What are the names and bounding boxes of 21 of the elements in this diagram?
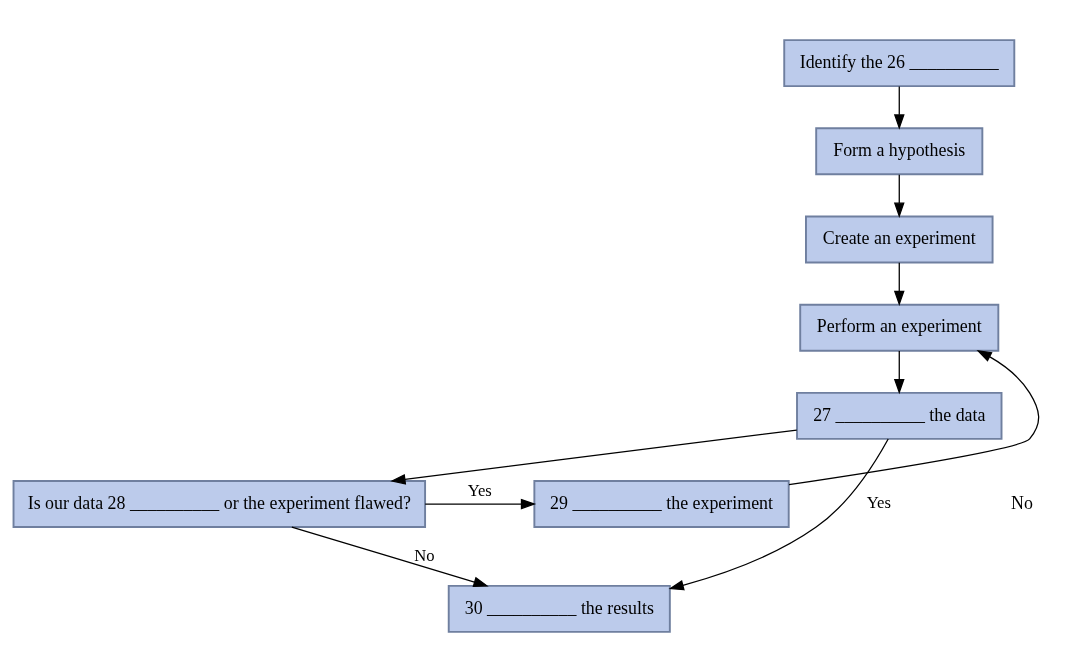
arrow bbox=[390, 429, 798, 485]
node-box: 27 __________ the data bbox=[796, 391, 1003, 440]
arrow bbox=[893, 350, 905, 395]
node-box: 30 __________ the results bbox=[447, 584, 671, 633]
arrow bbox=[893, 262, 905, 307]
edge-label: No bbox=[414, 545, 435, 565]
arrow bbox=[291, 526, 489, 588]
node-box: Create an experiment bbox=[805, 215, 994, 264]
edge-label: Yes bbox=[866, 493, 891, 513]
node-box: Perform an experiment bbox=[799, 303, 1000, 352]
arrow bbox=[788, 349, 1040, 486]
arrow bbox=[893, 85, 905, 130]
node-box: 29 __________ the experiment bbox=[533, 480, 790, 529]
node-box: Is our data 28 __________ or the experiment flawed? bbox=[12, 480, 427, 529]
label: No bbox=[1011, 492, 1033, 513]
arrow bbox=[893, 174, 905, 218]
node-box: Identify the 26 __________ bbox=[783, 39, 1016, 88]
arrow bbox=[668, 438, 889, 591]
node-box: Form a hypothesis bbox=[815, 127, 984, 176]
edge-label: Yes bbox=[467, 480, 492, 500]
arrow bbox=[424, 498, 537, 510]
